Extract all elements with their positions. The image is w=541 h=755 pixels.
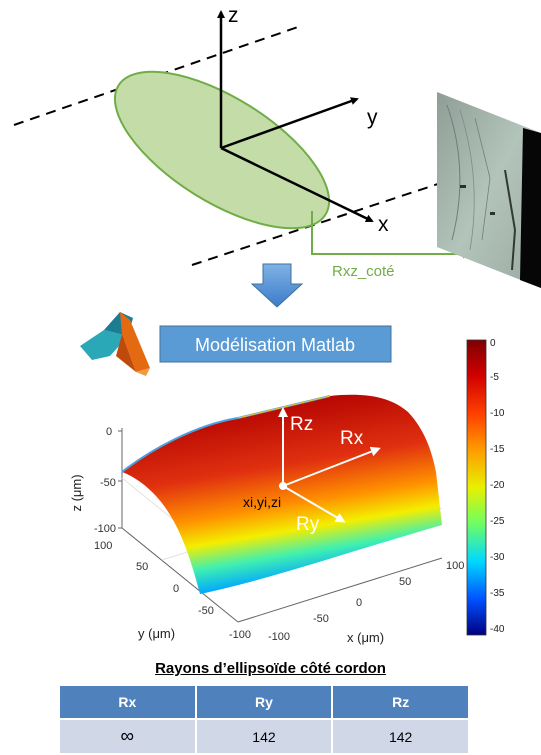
y-tick-100: 100 [94, 540, 112, 552]
x-axis [220, 146, 374, 223]
colorbar-tick-40: -40 [490, 624, 505, 635]
colorbar: 0 -5 -10 -15 -20 -25 -30 -35 -40 [466, 338, 505, 636]
z-tick-2: -100 [94, 523, 116, 535]
z-axis-label: z [228, 4, 239, 27]
colorbar-gradient [466, 339, 487, 636]
radii-table: Rx Ry Rz ∞ 142 142 [58, 684, 470, 755]
y-tick-0: 0 [173, 583, 179, 595]
table-row: ∞ 142 142 [58, 718, 470, 755]
y-axis [220, 97, 359, 150]
y-axis-title: y (μm) [138, 626, 175, 641]
matlab-logo-icon [80, 312, 150, 376]
colorbar-tick-15: -15 [490, 444, 505, 455]
colorbar-tick-20: -20 [490, 480, 505, 491]
origin-label: xi,yi,zi [243, 494, 281, 510]
x-tick-minus100: -100 [268, 631, 290, 643]
surface-plot: Rz Rx Ry xi,yi,zi 0 -50 -100 z (μm) 100 … [69, 394, 464, 645]
table-header-row: Rx Ry Rz [58, 684, 470, 720]
origin-point [279, 482, 287, 490]
ry-vector [282, 485, 346, 523]
dashed-line-lower [191, 179, 451, 266]
surface-mesh [122, 394, 442, 594]
cell-rz: 142 [331, 718, 470, 755]
cell-ry: 142 [194, 718, 334, 755]
ellipse-section [113, 70, 331, 230]
colorbar-tick-5: -5 [490, 372, 499, 383]
colorbar-tick-25: -25 [490, 516, 505, 527]
colorbar-tick-10: -10 [490, 408, 505, 419]
z-tick-0: 0 [106, 426, 112, 438]
x-tick-0: 0 [356, 597, 362, 609]
z-tick-1: -50 [100, 477, 116, 489]
y-tick-minus50: -50 [198, 605, 214, 617]
table-caption: Rayons d’ellipsoïde côté cordon [155, 660, 386, 677]
x-tick-100: 100 [446, 560, 464, 572]
colorbar-tick-35: -35 [490, 588, 505, 599]
x-axis-title: x (μm) [347, 630, 384, 645]
y-tick-50: 50 [136, 561, 148, 573]
header-ry: Ry [194, 684, 334, 720]
cell-rx: ∞ [58, 718, 197, 755]
x-axis-label: x [378, 213, 389, 236]
modelisation-matlab-button[interactable]: Modélisation Matlab [159, 325, 392, 363]
modelisation-matlab-label: Modélisation Matlab [195, 335, 355, 355]
y-axis-label: y [367, 106, 378, 129]
colorbar-tick-30: -30 [490, 552, 505, 563]
down-arrow-icon [250, 263, 304, 308]
micrograph-image [437, 92, 541, 288]
rx-vector [282, 446, 381, 487]
colorbar-tick-0: 0 [490, 338, 496, 349]
ry-label: Ry [296, 514, 320, 535]
rxz-annotation: Rxz_coté [332, 263, 395, 280]
header-rz: Rz [331, 684, 470, 720]
y-tick-minus100: -100 [229, 629, 251, 641]
rz-label: Rz [290, 414, 313, 435]
rx-label: Rx [340, 428, 364, 449]
rxz-pointer-line [311, 211, 472, 259]
x-tick-50: 50 [399, 576, 411, 588]
top-schematic: z y x Rxz_coté [13, 4, 472, 280]
x-tick-minus50: -50 [313, 613, 329, 625]
header-rx: Rx [58, 684, 197, 720]
z-axis-title: z (μm) [69, 474, 84, 511]
